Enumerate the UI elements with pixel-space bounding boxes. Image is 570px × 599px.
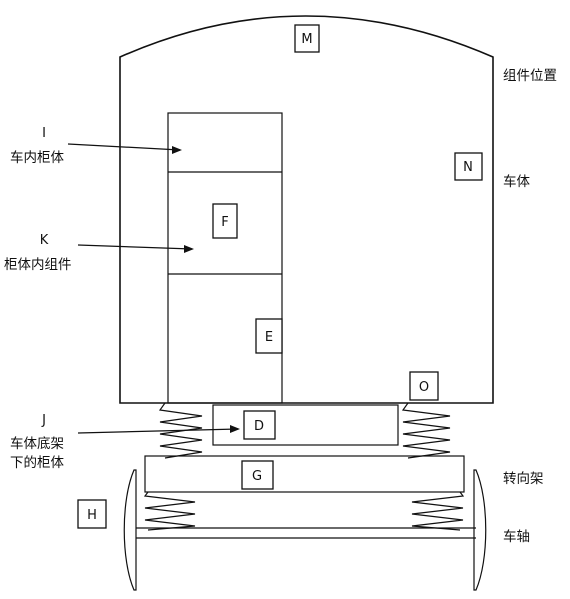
label-box-g bbox=[241, 460, 274, 490]
arrow-j bbox=[77, 428, 239, 434]
wheel-right bbox=[473, 469, 487, 591]
label-box-h bbox=[77, 499, 107, 529]
arrow-k bbox=[77, 244, 193, 250]
callout-j-letter: J bbox=[41, 413, 46, 428]
callout-j-caption-1: 车体底架 bbox=[10, 435, 64, 452]
callout-i-caption: 车内柜体 bbox=[10, 149, 64, 166]
wheel-left bbox=[123, 469, 137, 591]
label-e: E bbox=[265, 330, 273, 345]
label-o: O bbox=[419, 380, 429, 395]
label-box-d bbox=[243, 410, 276, 440]
label-d: D bbox=[254, 419, 264, 434]
callout-j-caption-2: 下的柜体 bbox=[10, 455, 64, 471]
label-f: F bbox=[221, 215, 228, 230]
label-box-f bbox=[212, 203, 238, 239]
axle-spring-right bbox=[411, 491, 465, 531]
bogie-frame bbox=[144, 455, 465, 493]
label-h: H bbox=[87, 508, 97, 523]
label-box-e bbox=[255, 318, 283, 354]
arrow-i bbox=[67, 143, 181, 151]
arrow-k-head bbox=[184, 245, 194, 253]
label-box-n bbox=[454, 152, 483, 181]
callout-k-caption: 柜体内组件 bbox=[4, 257, 72, 273]
axle-spring-left bbox=[143, 491, 196, 531]
callout-i-letter: I bbox=[42, 126, 46, 141]
under-frame-cabinet bbox=[212, 404, 399, 446]
callout-k-letter: K bbox=[40, 233, 49, 248]
car-body-outline bbox=[119, 15, 494, 404]
caption-car-body: 车体 bbox=[503, 173, 531, 190]
caption-bogie: 转向架 bbox=[503, 471, 544, 487]
cabinet-in-car bbox=[167, 112, 283, 404]
label-g: G bbox=[252, 469, 262, 484]
label-n: N bbox=[463, 160, 473, 175]
label-m: M bbox=[301, 32, 312, 47]
arrow-j-head bbox=[230, 425, 240, 433]
label-box-o bbox=[409, 371, 439, 401]
caption-component-position: 组件位置 bbox=[503, 68, 557, 84]
caption-axle: 车轴 bbox=[503, 528, 530, 545]
spring-right bbox=[401, 402, 451, 459]
arrow-i-head bbox=[172, 146, 182, 154]
label-box-m bbox=[294, 24, 320, 53]
